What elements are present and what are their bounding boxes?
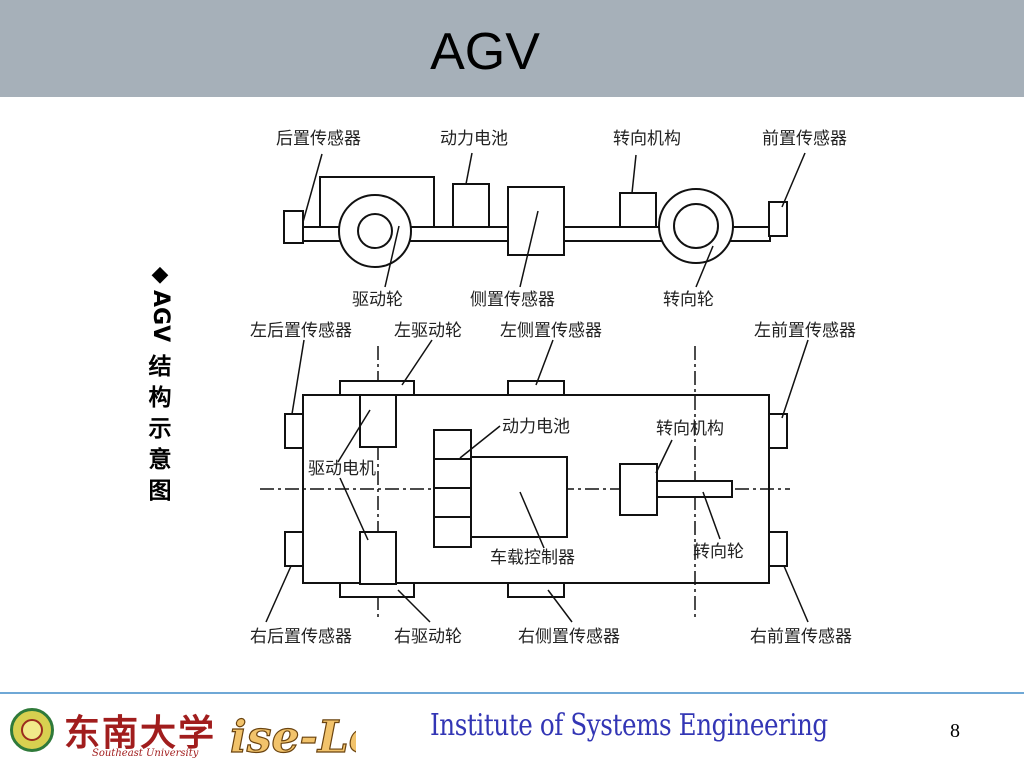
top-right-side-sensor	[507, 582, 565, 598]
side-label-char: 结	[148, 354, 172, 380]
side-label: ◆ AGV 结 构 示 意 图	[144, 262, 176, 507]
header-bar	[0, 0, 1024, 97]
label-steering-mech-top: 转向机构	[656, 419, 724, 439]
label-right-side-sensor: 右侧置传感器	[518, 627, 620, 647]
top-left-rear-sensor	[284, 413, 304, 449]
page-title: AGV	[430, 23, 540, 81]
ise-log-logo-icon: ise-Log	[227, 703, 356, 762]
side-label-char: 示	[148, 416, 172, 442]
top-right-front-sensor	[768, 531, 788, 567]
label-left-rear-sensor: 左后置传感器	[250, 321, 352, 341]
label-left-front-sensor: 左前置传感器	[754, 321, 856, 341]
university-name-cn: 东南大学	[64, 712, 217, 754]
label-right-drive-wheel: 右驱动轮	[394, 627, 462, 647]
top-leader-lines	[265, 339, 809, 623]
side-label-char: 图	[148, 478, 172, 504]
side-label-char: 构	[148, 385, 172, 411]
top-left-side-sensor	[507, 380, 565, 396]
label-left-drive-wheel: 左驱动轮	[394, 321, 462, 341]
ise-log-logo-text: ise-Log	[230, 712, 356, 762]
label-side-sensor: 侧置传感器	[470, 290, 555, 310]
label-left-side-sensor: 左侧置传感器	[500, 321, 602, 341]
page-number: 8	[950, 720, 960, 742]
side-steering-mech	[619, 192, 657, 228]
side-leader-lines	[302, 152, 806, 288]
label-steer-wheel-side: 转向轮	[663, 290, 714, 310]
footer-divider	[0, 692, 1024, 694]
label-drive-motor: 驱动电机	[308, 459, 376, 479]
institute-name: Institute of Systems Engineering	[430, 708, 828, 743]
diamond-bullet-icon: ◆	[151, 262, 169, 287]
label-rear-sensor: 后置传感器	[276, 129, 361, 149]
label-drive-wheel: 驱动轮	[352, 290, 403, 310]
top-steering-mech	[619, 463, 658, 516]
label-front-sensor: 前置传感器	[762, 129, 847, 149]
university-seal-icon	[10, 708, 54, 752]
top-right-drive-motor	[359, 531, 397, 585]
label-steer-wheel-top: 转向轮	[693, 542, 744, 562]
top-left-drive-motor	[359, 394, 397, 448]
top-controller	[470, 456, 568, 538]
university-name-en: Southeast University	[92, 748, 199, 759]
label-right-rear-sensor: 右后置传感器	[250, 627, 352, 647]
side-label-char: 意	[148, 447, 172, 473]
label-battery-top: 动力电池	[502, 417, 570, 437]
side-rear-sensor	[283, 210, 304, 244]
top-right-rear-sensor	[284, 531, 304, 567]
side-battery	[452, 183, 490, 228]
side-front-sensor	[768, 201, 788, 237]
side-label-agv: AGV	[148, 289, 173, 343]
top-left-front-sensor	[768, 413, 788, 449]
top-steer-axle	[656, 480, 733, 498]
side-steer-wheel-hub	[673, 203, 719, 249]
label-steering-mech-side: 转向机构	[613, 129, 681, 149]
side-drive-wheel-hub	[357, 213, 393, 249]
label-controller: 车载控制器	[490, 548, 575, 568]
label-right-front-sensor: 右前置传感器	[750, 627, 852, 647]
side-sensor-box	[507, 186, 565, 256]
label-battery-side: 动力电池	[440, 129, 508, 149]
